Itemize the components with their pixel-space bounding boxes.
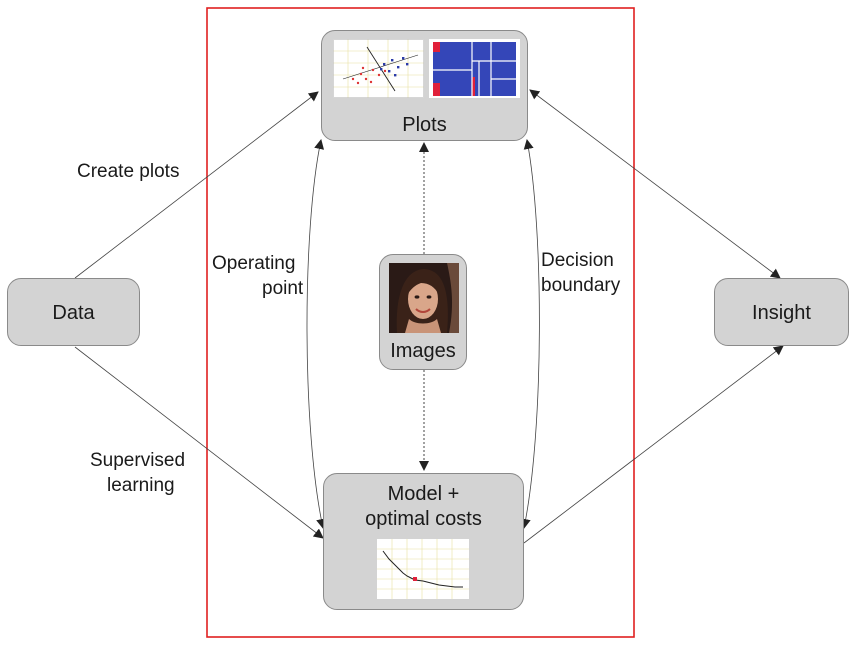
node-model-label-line2: optimal costs	[365, 508, 482, 530]
node-model-label-line1: Model +	[387, 483, 460, 505]
tree-heatmap-thumbnail	[429, 39, 520, 98]
node-plots-label: Plots	[402, 114, 447, 136]
node-insight[interactable]: Insight	[714, 278, 849, 346]
edge-label-decision: Decision	[541, 250, 614, 271]
node-model[interactable]: Model + optimal costs	[323, 473, 524, 610]
arrow-model-to-insight	[523, 345, 784, 544]
edge-label-point: point	[262, 278, 304, 299]
edge-label-operating: Operating	[212, 253, 296, 274]
arc-decision-boundary	[520, 139, 540, 529]
node-images-label: Images	[390, 340, 456, 362]
cost-curve-thumbnail	[377, 539, 469, 599]
node-images[interactable]: Images	[379, 254, 467, 370]
arrow-data-to-plots	[74, 91, 319, 279]
node-insight-label: Insight	[752, 302, 811, 324]
portrait-photo-icon	[389, 263, 459, 333]
node-data[interactable]: Data	[7, 278, 140, 346]
arc-operating-point	[306, 139, 327, 529]
edge-label-create-plots: Create plots	[77, 161, 180, 182]
edge-label-supervised: Supervised	[90, 450, 186, 471]
edge-label-learning: learning	[107, 475, 175, 496]
system-frame	[206, 7, 635, 638]
node-data-label: Data	[52, 302, 95, 324]
scatter-plot-thumbnail	[333, 39, 424, 98]
edge-label-boundary: boundary	[541, 275, 621, 296]
node-plots[interactable]: Plots	[321, 30, 528, 141]
arrow-data-to-model	[74, 346, 324, 539]
arrow-plots-insight	[529, 89, 781, 279]
